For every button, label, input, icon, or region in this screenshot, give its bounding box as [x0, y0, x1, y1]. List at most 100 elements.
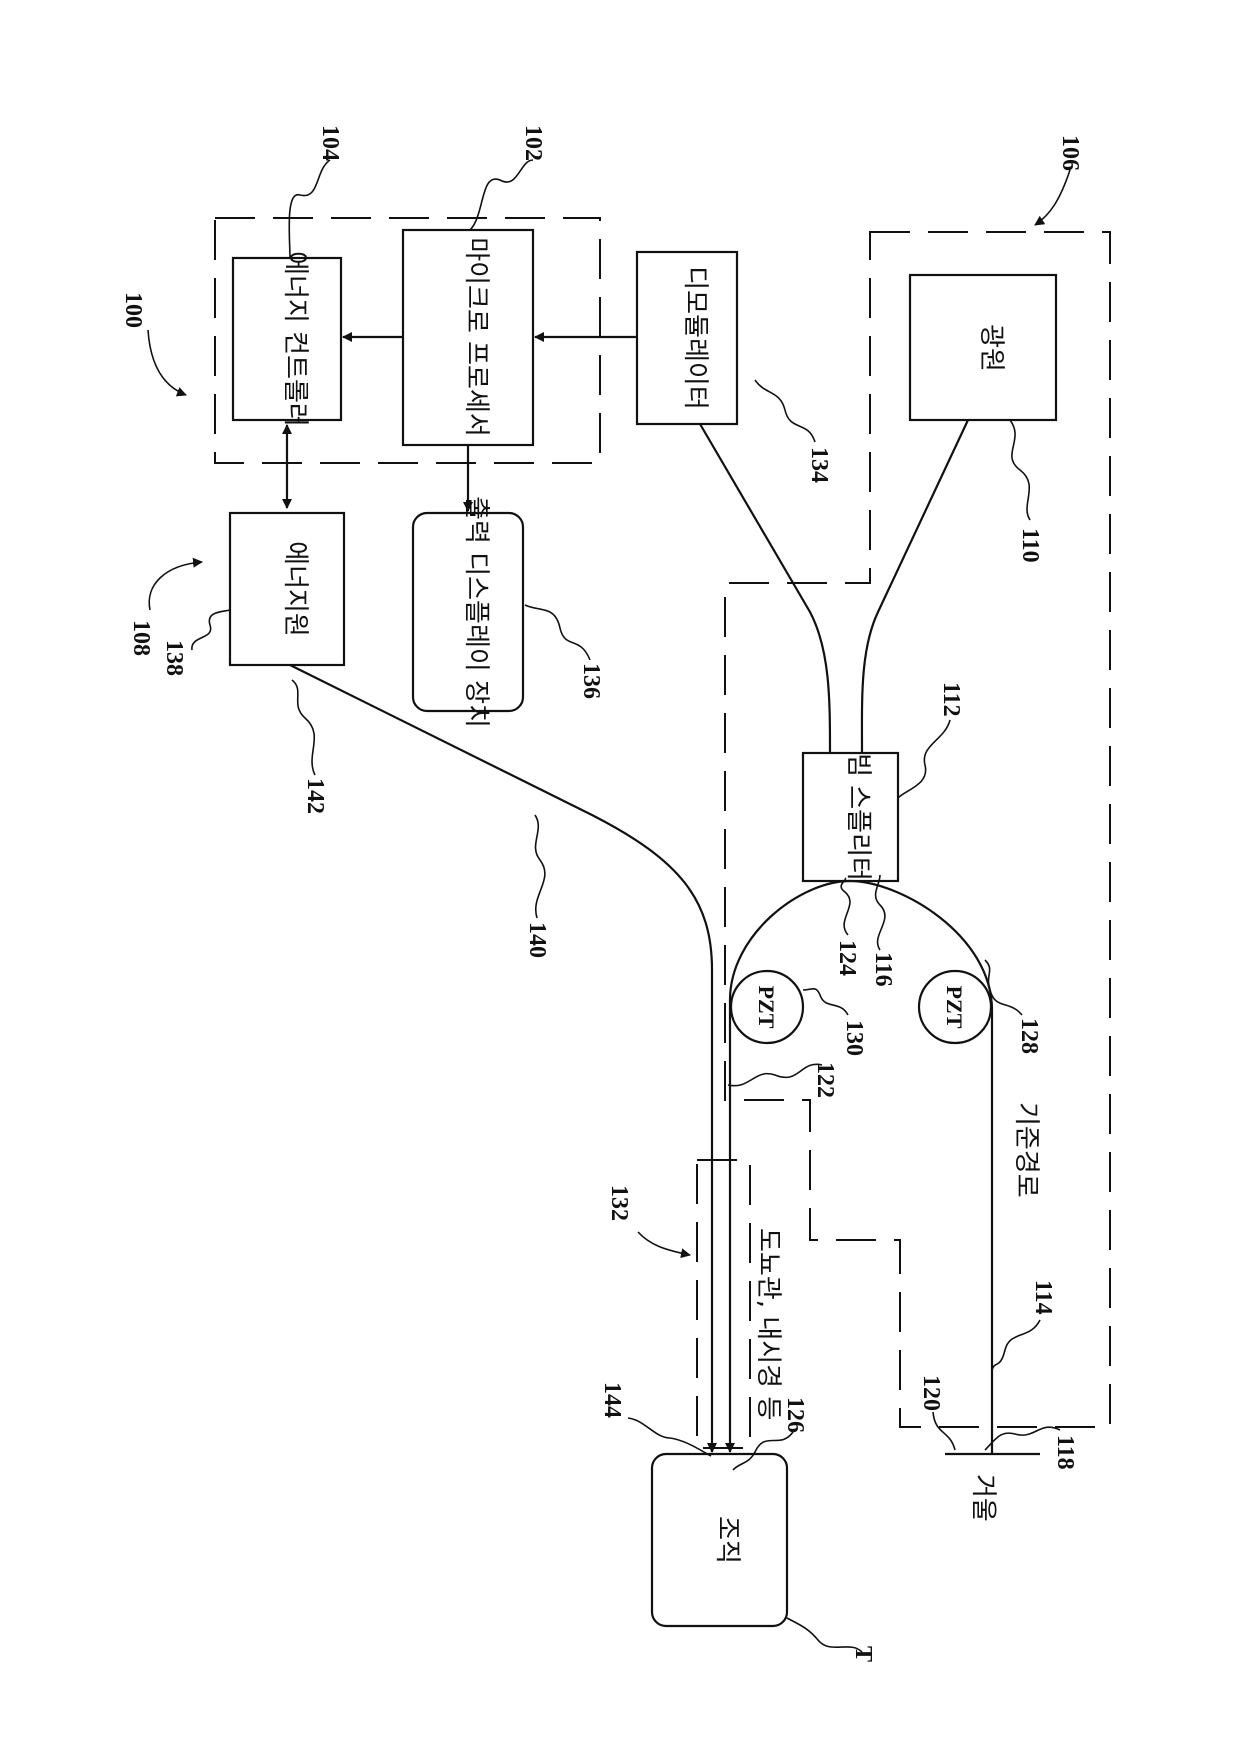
- ref-116-text: 116: [870, 952, 896, 987]
- probe-enclosure: [697, 1160, 750, 1448]
- light-source-block: 광원: [910, 275, 1056, 420]
- leader-100: [148, 330, 186, 395]
- energy-source-block: 에너지원: [230, 513, 344, 665]
- ref-124-text: 124: [834, 940, 860, 976]
- beam-splitter-label: 빔 스플리터: [843, 753, 873, 881]
- microprocessor-text: 마이크로 프로세서: [461, 237, 491, 437]
- mirror-label: 거울: [968, 1474, 998, 1522]
- leader-122: [728, 1064, 822, 1085]
- microprocessor-label: 마이크로 프로세서: [461, 237, 491, 437]
- beam-splitter-text: 빔 스플리터: [843, 753, 873, 881]
- pzt-sample-text: PZT: [754, 986, 779, 1029]
- leader-104: [289, 160, 330, 258]
- ref-104: 104: [317, 125, 343, 161]
- output-display-text: 출력 디스플레이 장치: [461, 496, 491, 728]
- reference-path-text: 기준경로: [1011, 1102, 1041, 1198]
- ref-108: 108: [128, 620, 154, 656]
- ref-126: 126: [782, 1397, 808, 1433]
- light-source-text: 광원: [976, 324, 1006, 372]
- leader-118: [985, 1427, 1060, 1450]
- energy-source-text: 에너지원: [280, 541, 310, 637]
- sample-arm-fiber: [730, 881, 850, 1452]
- energy-controller-block: 에너지 컨트롤러: [233, 251, 341, 427]
- leader-138: [192, 610, 230, 650]
- leader-132: [638, 1232, 690, 1255]
- ref-110-text: 110: [1017, 528, 1043, 563]
- ref-134: 134: [806, 447, 832, 483]
- ref-144: 144: [599, 1382, 625, 1418]
- ref-130: 130: [841, 1020, 867, 1056]
- output-display-label: 출력 디스플레이 장치: [461, 496, 491, 728]
- ref-102-text: 102: [520, 125, 546, 161]
- demodulator-text: 디모듈레이터: [680, 266, 710, 410]
- leader-124: [841, 878, 850, 935]
- ref-130-text: 130: [841, 1020, 867, 1056]
- ref-144-text: 144: [599, 1382, 625, 1418]
- ref-110: 110: [1017, 528, 1043, 563]
- leader-120: [933, 1412, 955, 1450]
- ref-114-text: 114: [1030, 1280, 1056, 1315]
- ref-120-text: 120: [918, 1375, 944, 1411]
- ref-T-text: T: [850, 1646, 876, 1662]
- ref-122-text: 122: [812, 1062, 838, 1098]
- output-display-block: 출력 디스플레이 장치: [413, 496, 523, 728]
- ref-124: 124: [834, 940, 860, 976]
- reference-path-label: 기준경로: [1011, 1102, 1041, 1198]
- pzt-reference-text: PZT: [942, 986, 967, 1029]
- ref-112-text: 112: [938, 682, 964, 717]
- ref-100: 100: [120, 292, 146, 328]
- demodulator-label: 디모듈레이터: [680, 266, 710, 410]
- ref-100-text: 100: [120, 292, 146, 328]
- leader-130: [803, 989, 848, 1015]
- ref-112: 112: [938, 682, 964, 717]
- leader-112: [898, 720, 950, 798]
- ref-138: 138: [161, 640, 187, 676]
- energy-delivery-fiber: [290, 665, 712, 1452]
- ref-104-text: 104: [317, 125, 343, 161]
- microprocessor-block: 마이크로 프로세서: [403, 230, 533, 445]
- ref-120: 120: [918, 1375, 944, 1411]
- sample-path-label: 도뇨관, 내시경 등: [753, 1228, 783, 1420]
- leader-140: [535, 815, 545, 918]
- ref-134-text: 134: [806, 447, 832, 483]
- energy-controller-text: 에너지 컨트롤러: [280, 251, 310, 427]
- energy-controller-label: 에너지 컨트롤러: [280, 251, 310, 427]
- ref-T: T: [850, 1646, 876, 1662]
- leader-114: [992, 1320, 1040, 1370]
- ref-128-text: 128: [1016, 1018, 1042, 1054]
- ref-116: 116: [870, 952, 896, 987]
- ref-142: 142: [302, 778, 328, 814]
- ref-136-text: 136: [578, 663, 604, 699]
- leader-106: [1035, 170, 1070, 225]
- beam-splitter-block: 빔 스플리터: [803, 753, 898, 881]
- ref-126-text: 126: [782, 1397, 808, 1433]
- ref-106: 106: [1057, 135, 1083, 171]
- ref-118: 118: [1052, 1435, 1078, 1470]
- leader-144: [628, 1418, 711, 1456]
- tissue-block: 조직: [652, 1454, 787, 1626]
- ref-140: 140: [524, 922, 550, 958]
- leader-108: [149, 562, 202, 610]
- leader-134: [755, 380, 815, 442]
- ref-142-text: 142: [302, 778, 328, 814]
- tissue-label: 조직: [712, 1516, 742, 1564]
- ref-140-text: 140: [524, 922, 550, 958]
- ref-118-text: 118: [1052, 1435, 1078, 1470]
- ref-108-text: 108: [128, 620, 154, 656]
- leader-102: [470, 160, 533, 230]
- pzt-sample-label: PZT: [754, 986, 779, 1029]
- ref-132: 132: [606, 1185, 632, 1221]
- light-source-label: 광원: [976, 324, 1006, 372]
- ref-102: 102: [520, 125, 546, 161]
- ref-122: 122: [812, 1062, 838, 1098]
- ref-114: 114: [1030, 1280, 1056, 1315]
- ref-138-text: 138: [161, 640, 187, 676]
- leader-110: [1010, 420, 1030, 520]
- pzt-reference-label: PZT: [942, 986, 967, 1029]
- demodulator-block: 디모듈레이터: [637, 252, 737, 424]
- leader-136: [525, 605, 590, 660]
- leader-142: [292, 680, 315, 775]
- energy-source-label: 에너지원: [280, 541, 310, 637]
- tissue-text: 조직: [712, 1516, 742, 1564]
